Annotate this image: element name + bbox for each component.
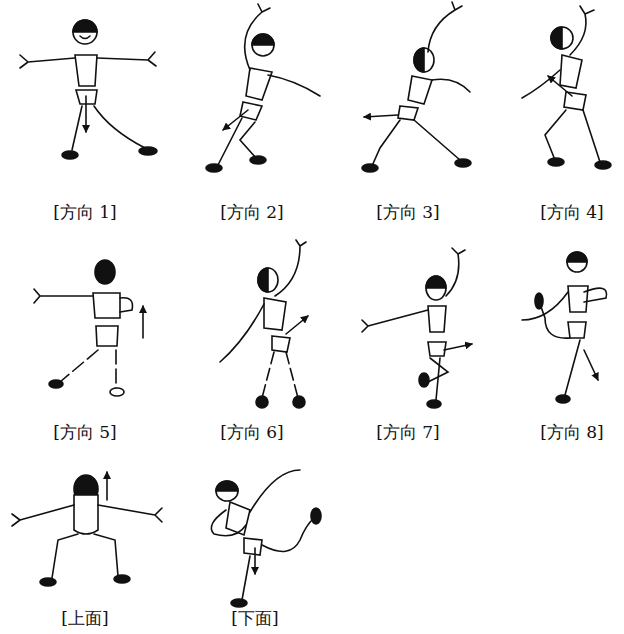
figure-direction-4 xyxy=(522,6,611,169)
figure-direction-7 xyxy=(362,248,472,408)
figure-caption: [方向 1] xyxy=(53,202,116,222)
figure-up xyxy=(12,472,162,586)
figure-direction-5 xyxy=(34,260,143,396)
figure-direction-2 xyxy=(206,4,320,172)
figure-direction-6 xyxy=(220,240,308,408)
figure-caption: [方向 3] xyxy=(376,202,439,222)
figure-caption: [方向 5] xyxy=(53,422,116,442)
figure-down xyxy=(211,470,321,607)
figure-caption: [方向 7] xyxy=(376,422,439,442)
figure-direction-3 xyxy=(362,2,471,172)
figure-caption: [方向 4] xyxy=(540,202,603,222)
figure-caption: [方向 6] xyxy=(220,422,283,442)
figure-caption: [下面] xyxy=(231,608,278,628)
figure-caption: [方向 8] xyxy=(540,422,603,442)
figure-direction-8 xyxy=(522,252,607,403)
figure-caption: [方向 2] xyxy=(220,202,283,222)
figure-caption: [上面] xyxy=(61,608,108,628)
figure-direction-1 xyxy=(20,20,157,159)
